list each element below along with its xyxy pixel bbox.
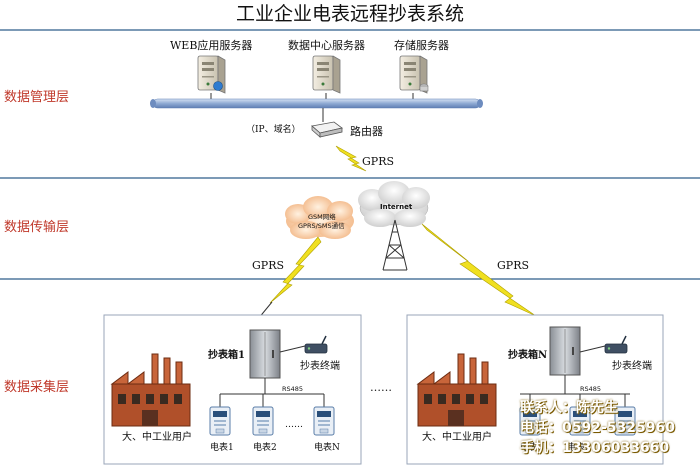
diagram-title: 工业企业电表远程抄表系统 bbox=[235, 3, 464, 25]
meter-terminal-label-right: 抄表终端 bbox=[612, 361, 652, 372]
layer-label-transmission: 数据传输层 bbox=[4, 220, 70, 235]
sites-ellipsis: …… bbox=[370, 381, 392, 394]
gsm-cloud-line1: GSM网络 bbox=[308, 213, 336, 221]
gsm-cloud-line2: GPRS/SMS通信 bbox=[298, 222, 345, 230]
lightning-icon bbox=[269, 236, 322, 304]
meter-box-label-left: 抄表箱1 bbox=[208, 350, 245, 361]
gprs-label-right: GPRS bbox=[497, 259, 530, 272]
meter-terminal-label-left: 抄表终端 bbox=[300, 361, 340, 372]
gprs-label-left: GPRS bbox=[252, 259, 285, 272]
contact-phone: 电话：0592-5325960 bbox=[520, 420, 675, 436]
meter-icon bbox=[209, 406, 231, 436]
meter-box-label-right: 抄表箱N bbox=[508, 350, 548, 361]
router-icon bbox=[311, 121, 343, 138]
lightning-icon bbox=[335, 145, 367, 172]
internet-cloud-label: Internet bbox=[380, 203, 413, 211]
rs485-label-right: RS485 bbox=[580, 385, 602, 393]
cabinet-icon bbox=[549, 326, 581, 376]
antenna-tower-icon bbox=[382, 219, 408, 271]
meter-n-label-left: 电表N bbox=[314, 443, 340, 453]
lightning-icon bbox=[421, 223, 537, 317]
meter-icon bbox=[252, 406, 274, 436]
meter-2-label-right: 电表2 bbox=[567, 443, 591, 453]
meters-ellipsis: …… bbox=[285, 420, 303, 430]
industrial-user-label-right: 大、中工业用户 bbox=[422, 432, 492, 443]
layer-label-collection: 数据采集层 bbox=[4, 380, 70, 395]
router-address-note: （IP、域名） bbox=[246, 125, 301, 135]
meter-1-label-right: 电表1 bbox=[520, 443, 544, 453]
industrial-user-label-left: 大、中工业用户 bbox=[122, 432, 192, 443]
server-icon bbox=[399, 55, 429, 94]
contact-person: 联系人：陈先生 bbox=[520, 400, 618, 416]
meter-1-label-left: 电表1 bbox=[210, 443, 234, 453]
layer-label-management: 数据管理层 bbox=[4, 90, 70, 105]
data-center-server-label: 数据中心服务器 bbox=[288, 39, 365, 52]
server-bus bbox=[150, 98, 483, 109]
web-server-label: WEB应用服务器 bbox=[170, 39, 253, 52]
server-icon bbox=[197, 55, 226, 94]
gprs-label-top: GPRS bbox=[362, 155, 395, 168]
meter-icon bbox=[313, 406, 335, 436]
router-label: 路由器 bbox=[350, 125, 383, 138]
rs485-label-left: RS485 bbox=[282, 385, 304, 393]
internet-cloud bbox=[358, 181, 430, 227]
gsm-cloud bbox=[285, 196, 354, 239]
cabinet-icon bbox=[249, 329, 281, 379]
storage-server-label: 存储服务器 bbox=[394, 39, 449, 52]
server-icon bbox=[312, 55, 341, 94]
contact-mobile: 手机：13306033660 bbox=[520, 440, 670, 456]
meter-2-label-left: 电表2 bbox=[253, 443, 277, 453]
